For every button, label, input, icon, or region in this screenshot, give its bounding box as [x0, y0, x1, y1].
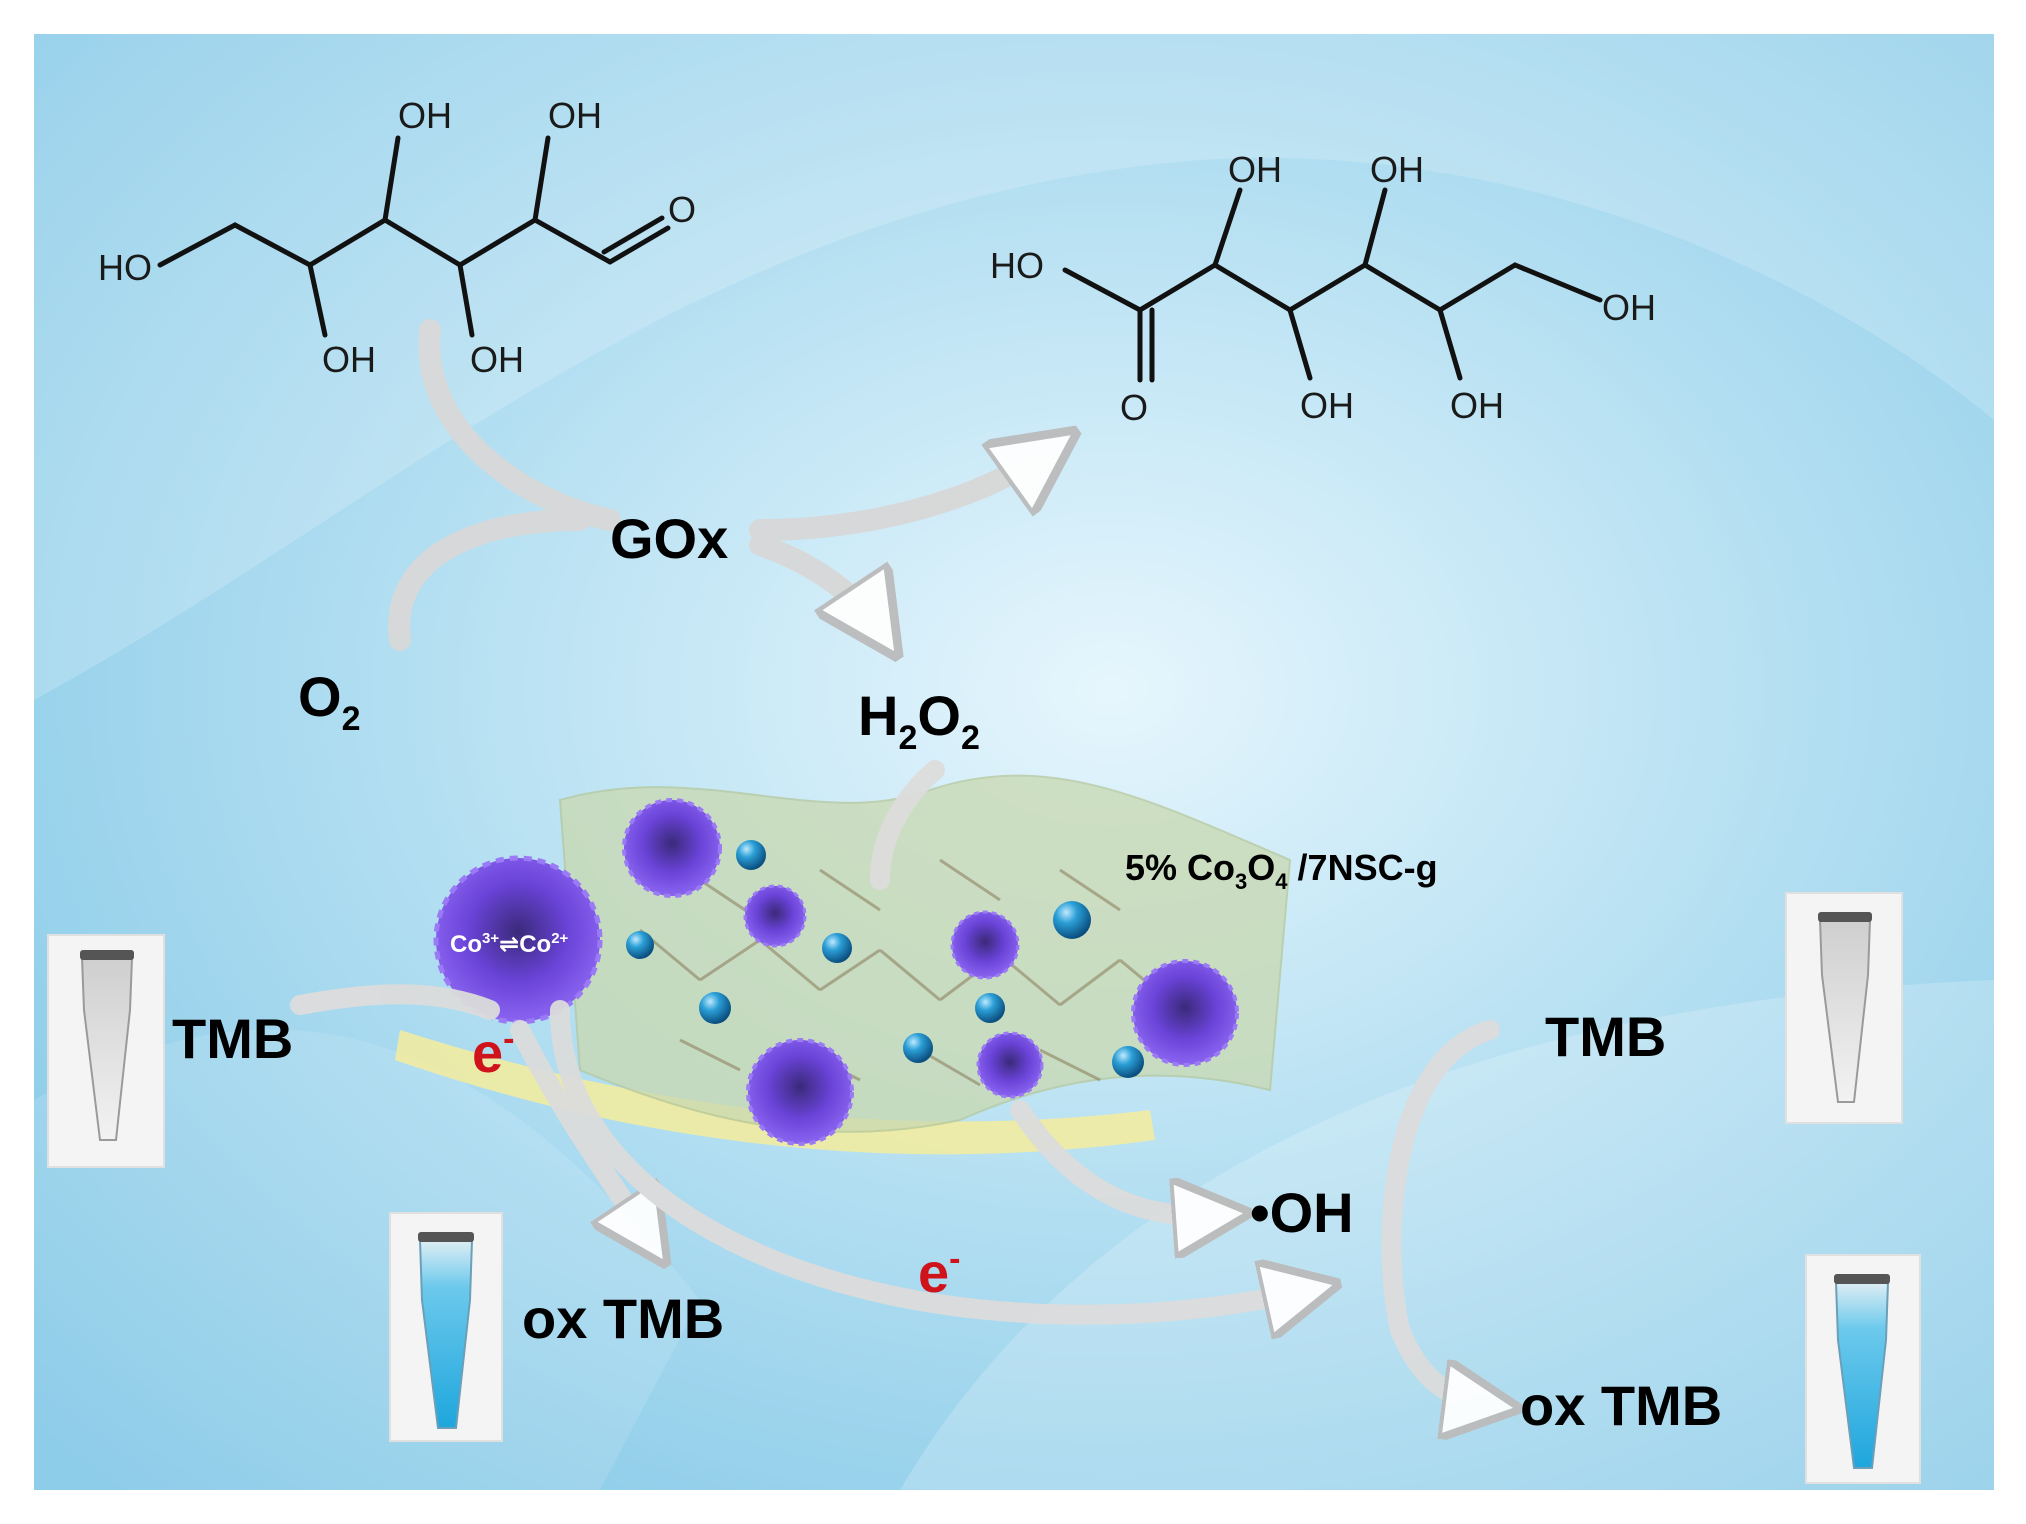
gluconic-acid-structure: HO OH OH OH O OH OH — [990, 149, 1656, 428]
gluconic-oh-bottom-1: OH — [1300, 385, 1354, 426]
ox-tmb-right-label: ox TMB — [1520, 1374, 1722, 1437]
background-swirl-3 — [34, 1029, 700, 1490]
nanosphere — [1112, 1046, 1144, 1078]
h2o2-label: H2O2 — [858, 684, 980, 757]
nanosphere — [626, 931, 654, 959]
nanosphere — [822, 933, 852, 963]
co-redox-label: Co3+⇌Co2+ — [450, 930, 569, 958]
tmb-tube-right — [1785, 892, 1903, 1124]
gox-to-h2o2-arrow — [749, 534, 880, 630]
h2o2-to-catalyst-arrow — [870, 760, 945, 890]
nanoflower — [1131, 959, 1239, 1067]
nanosphere — [1053, 901, 1091, 939]
glucose-aldehyde-o: O — [668, 189, 696, 230]
yellow-support-band — [395, 1030, 1155, 1155]
gluconic-oh-top-1: OH — [1228, 149, 1282, 190]
nanoflower — [950, 910, 1020, 980]
gluconic-carbonyl-o: O — [1120, 387, 1148, 428]
background-swirl-2 — [900, 980, 1994, 1490]
nanoflower — [746, 1038, 854, 1146]
hydroxyl-radical-label: •OH — [1250, 1181, 1354, 1244]
oxtmb-tube-right — [1805, 1254, 1921, 1484]
catalyst-to-oxtmb-arrow — [510, 1020, 650, 1240]
nanosphere — [975, 993, 1005, 1023]
nanoflower — [622, 798, 722, 898]
gox-label: GOx — [610, 507, 728, 570]
gox-to-gluconic-arrow — [749, 450, 1050, 541]
nanosphere — [736, 840, 766, 870]
background-swirl — [34, 34, 1994, 700]
glucose-oh-top-2: OH — [548, 95, 602, 136]
nanoflower — [976, 1031, 1044, 1099]
nanosphere — [699, 992, 731, 1024]
ox-tmb-left-label: ox TMB — [522, 1287, 724, 1350]
nanospheres — [626, 840, 1144, 1078]
electron-left-label: e- — [472, 1020, 514, 1084]
background-panel — [34, 34, 1994, 1490]
glucose-oh-bottom-1: OH — [322, 339, 376, 380]
tmb-tube-left — [47, 934, 165, 1168]
gluconic-oh-end: OH — [1602, 287, 1656, 328]
glucose-oh-top-1: OH — [398, 95, 452, 136]
gluconic-oh-top-2: OH — [1370, 149, 1424, 190]
tmb-right-label: TMB — [1545, 1005, 1666, 1068]
co3o4-nanoflowers — [433, 798, 1239, 1146]
gox-arrows — [388, 319, 1050, 651]
tmb-left-label: TMB — [172, 1007, 293, 1070]
oxtmb-tube-left — [389, 1212, 503, 1442]
tmb-to-catalyst-arrow — [290, 984, 500, 1020]
electron-arrows — [290, 760, 1490, 1405]
nanoflower — [743, 884, 807, 948]
glucose-structure: HO OH OH O OH OH — [98, 95, 696, 380]
catalyst-to-oh-arrow — [1010, 1100, 1220, 1216]
o2-to-gox-arrow — [388, 509, 591, 651]
tmb-right-to-oxtmb-arrow — [1381, 1020, 1490, 1405]
gluconic-oh-bottom-2: OH — [1450, 385, 1504, 426]
electron-bottom-label: e- — [918, 1240, 960, 1304]
glucose-oh-bottom-2: OH — [470, 339, 524, 380]
nanosphere — [903, 1033, 933, 1063]
electron-to-oh-arrow — [550, 1000, 1310, 1315]
gluconic-ho-acid: HO — [990, 245, 1044, 286]
glucose-ho-end: HO — [98, 247, 152, 288]
catalyst-label: 5% Co3O4 /7NSC-g — [1125, 847, 1438, 894]
o2-label: O2 — [298, 665, 360, 738]
